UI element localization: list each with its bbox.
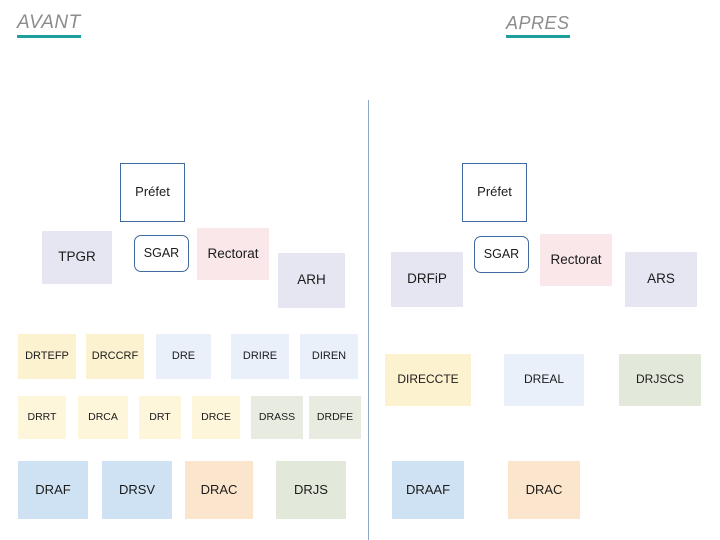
node-avant-arh: ARH	[278, 253, 345, 308]
node-avant-drrt: DRRT	[18, 396, 66, 439]
node-apres-sgar: SGAR	[474, 236, 529, 273]
node-avant-prefet: Préfet	[120, 163, 185, 222]
node-avant-drt: DRT	[139, 396, 181, 439]
node-avant-drjs: DRJS	[276, 461, 346, 519]
node-avant-draf: DRAF	[18, 461, 88, 519]
node-avant-diren: DIREN	[300, 334, 358, 379]
node-apres-drjscs: DRJSCS	[619, 354, 701, 406]
section-title-apres: APRES	[506, 14, 570, 38]
node-avant-drass: DRASS	[251, 396, 303, 439]
panel-divider	[368, 100, 369, 540]
node-avant-drsv: DRSV	[102, 461, 172, 519]
node-apres-rectorat: Rectorat	[540, 234, 612, 286]
node-avant-drca: DRCA	[78, 396, 128, 439]
node-avant-drac: DRAC	[185, 461, 253, 519]
node-apres-draaf: DRAAF	[392, 461, 464, 519]
node-apres-direccte: DIRECCTE	[385, 354, 471, 406]
node-avant-drccrf: DRCCRF	[86, 334, 144, 379]
node-avant-drtefp: DRTEFP	[18, 334, 76, 379]
node-avant-sgar: SGAR	[134, 235, 189, 272]
node-apres-ars: ARS	[625, 252, 697, 307]
node-apres-drac: DRAC	[508, 461, 580, 519]
section-title-apres-label: APRES	[506, 13, 570, 33]
node-avant-drce: DRCE	[192, 396, 240, 439]
section-title-avant: AVANT	[17, 13, 81, 38]
node-apres-dreal: DREAL	[504, 354, 584, 406]
section-title-avant-label: AVANT	[17, 12, 81, 33]
section-title-avant-underline	[17, 35, 81, 38]
node-avant-dre: DRE	[156, 334, 211, 379]
node-avant-drire: DRIRE	[231, 334, 289, 379]
node-avant-rectorat: Rectorat	[197, 228, 269, 280]
node-apres-drfip: DRFiP	[391, 252, 463, 307]
node-avant-tpgr: TPGR	[42, 231, 112, 284]
node-apres-prefet: Préfet	[462, 163, 527, 222]
node-avant-drdfe: DRDFE	[309, 396, 361, 439]
section-title-apres-underline	[506, 35, 570, 38]
